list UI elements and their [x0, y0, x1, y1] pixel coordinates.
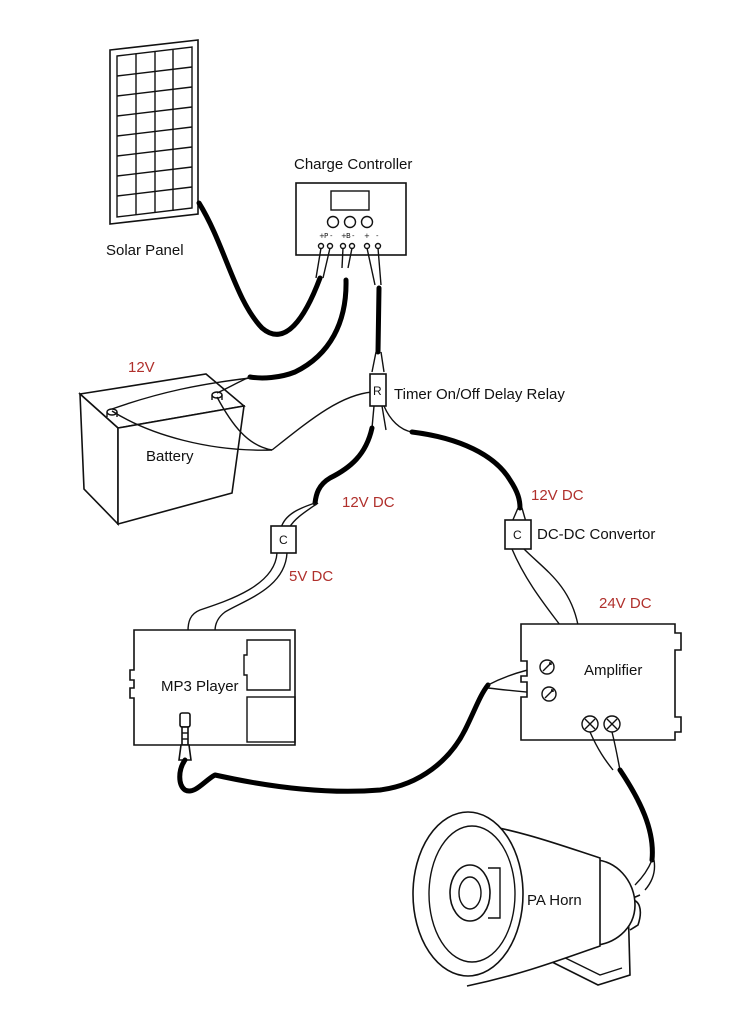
relay-letter: R	[373, 384, 382, 398]
charge-controller	[295, 182, 407, 256]
voltage-right-in: 12V DC	[531, 487, 584, 504]
converter-left-letter: C	[279, 533, 288, 547]
solar-panel	[109, 39, 199, 225]
converter-left-output	[187, 552, 288, 632]
relay-to-mp3-cable	[312, 425, 375, 506]
terminal-label: +	[364, 232, 370, 240]
battery-wires	[111, 376, 373, 451]
solar-cable	[196, 200, 323, 337]
terminal-label: +	[341, 232, 347, 240]
relay	[369, 373, 387, 407]
mp3-player	[129, 629, 296, 746]
battery-voltage-label: 12V	[128, 359, 155, 376]
terminal-label: +	[319, 232, 325, 240]
speaker-cable	[617, 767, 655, 863]
terminal-label: B	[346, 232, 351, 240]
battery	[78, 373, 246, 526]
charge-controller-label: Charge Controller	[294, 156, 412, 173]
battery-cable	[247, 277, 349, 381]
voltage-left-in: 12V DC	[342, 494, 395, 511]
pa-horn	[412, 811, 642, 987]
dc-dc-converter	[504, 519, 532, 550]
controller-leads	[315, 247, 382, 286]
solar-panel-label: Solar Panel	[106, 242, 184, 259]
terminal-label: -	[330, 232, 333, 240]
controller-terminal-labels: + P - + B - + -	[319, 232, 379, 240]
converter-left	[270, 525, 297, 554]
mp3-player-label: MP3 Player	[161, 678, 239, 695]
battery-label: Battery	[146, 448, 194, 465]
terminal-label: P	[324, 232, 328, 240]
voltage-right-out: 24V DC	[599, 595, 652, 612]
terminal-label: -	[376, 232, 379, 240]
amplifier-label: Amplifier	[584, 662, 642, 679]
audio-cable	[177, 682, 491, 794]
relay-label: Timer On/Off Delay Relay	[394, 386, 565, 403]
amplifier	[520, 623, 682, 741]
converter-right-output	[511, 548, 579, 626]
relay-to-amplifier-cable	[409, 429, 523, 511]
voltage-left-out: 5V DC	[289, 568, 333, 585]
load-cable	[375, 285, 382, 355]
converter-right-letter: C	[513, 528, 522, 542]
pa-horn-label: PA Horn	[527, 892, 582, 909]
audio-jack-icon	[178, 712, 192, 761]
terminal-label: -	[352, 232, 355, 240]
dc-dc-converter-label: DC-DC Convertor	[537, 526, 655, 543]
